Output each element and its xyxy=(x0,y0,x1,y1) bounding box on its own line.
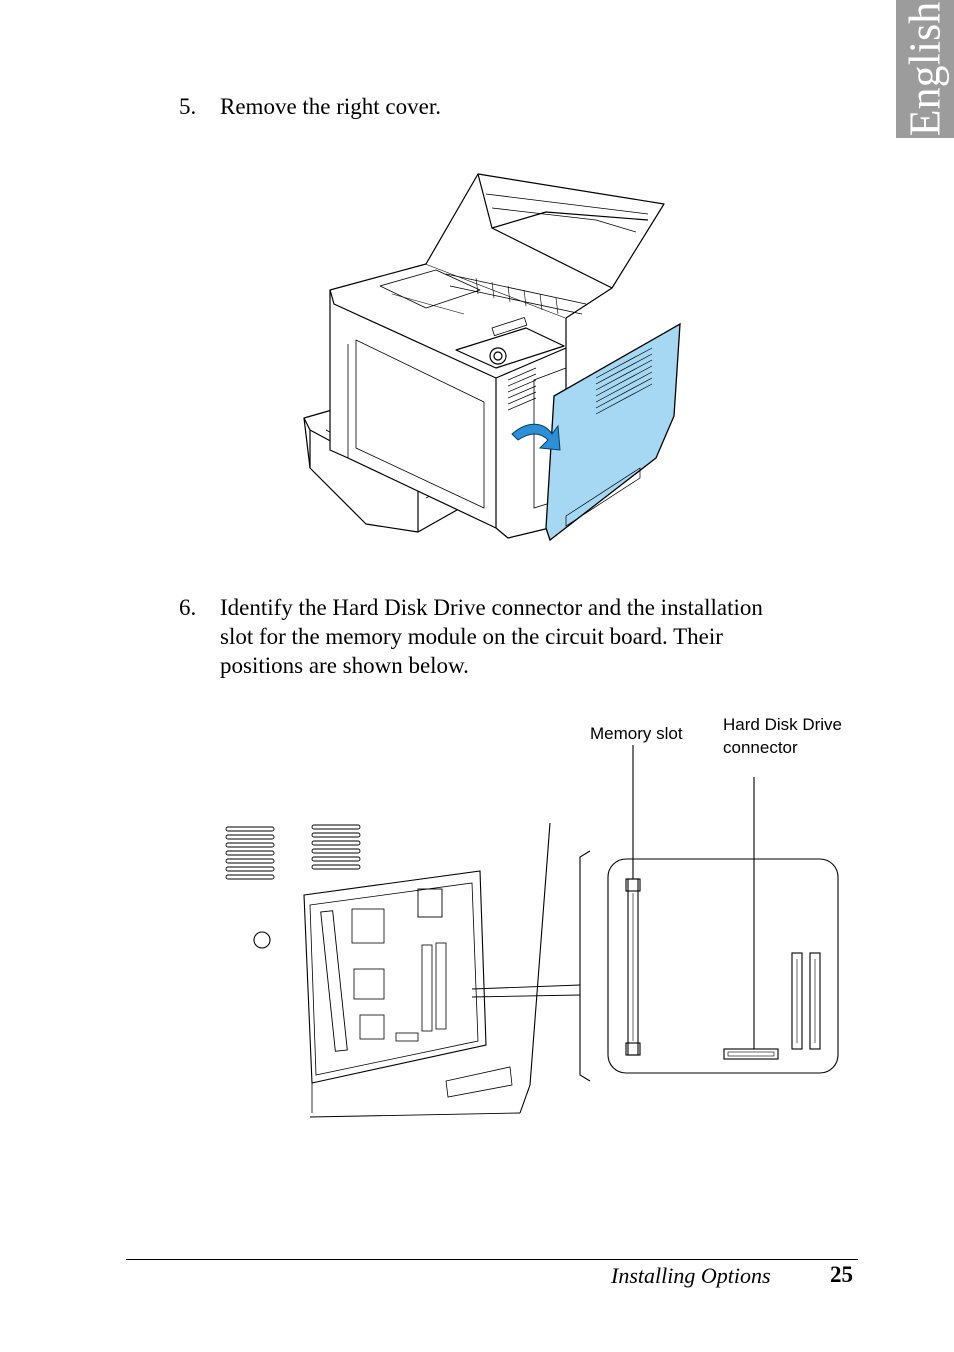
hdd-connector-label-line: Hard Disk Drive xyxy=(723,715,843,734)
step-text: Remove the right cover. xyxy=(220,94,441,119)
language-tab: English xyxy=(896,0,954,138)
footer-section-title: Installing Options xyxy=(611,1263,771,1288)
step-number: 6. xyxy=(179,595,197,620)
step-text: Identify the Hard Disk Drive connector a… xyxy=(220,593,763,680)
step-number: 5. xyxy=(179,94,197,119)
language-tab-label: English xyxy=(900,1,950,137)
footer-rule xyxy=(126,1259,858,1260)
hdd-connector-label: Hard Disk Drive connector xyxy=(723,713,842,759)
step-text-line: Identify the Hard Disk Drive connector a… xyxy=(220,595,763,620)
page-number: 25 xyxy=(830,1262,853,1287)
hdd-connector-label-line: connector xyxy=(723,738,798,757)
memory-slot-label: Memory slot xyxy=(590,724,683,743)
circuit-board-illustration xyxy=(225,745,839,1118)
step-text-line: positions are shown below. xyxy=(220,653,469,678)
step-text-line: slot for the memory module on the circui… xyxy=(220,624,723,649)
printer-cover-removal-illustration xyxy=(303,173,681,542)
